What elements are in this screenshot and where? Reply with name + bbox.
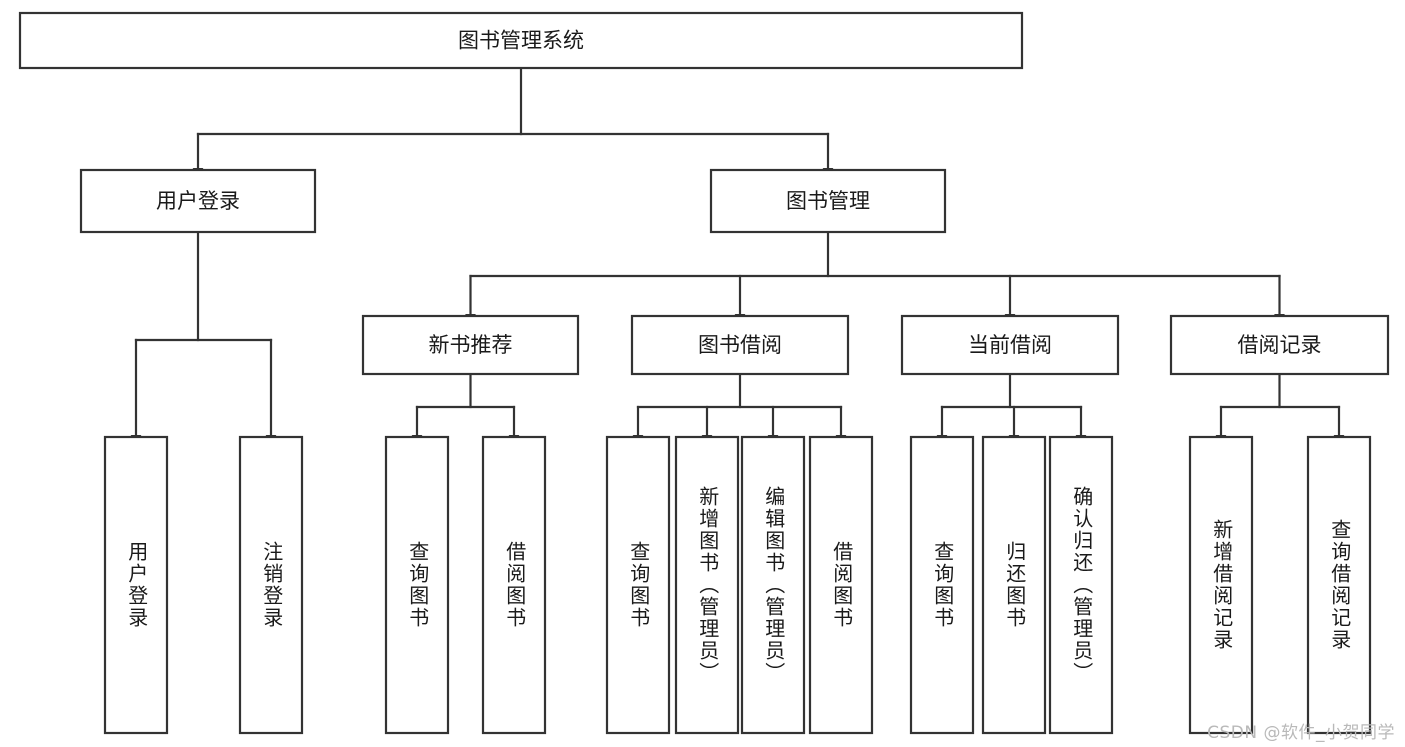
connectors-layer — [130, 66, 1345, 444]
level3-label-0: 新书推荐 — [429, 333, 513, 357]
leaf-box-10[interactable] — [1048, 435, 1114, 735]
level2-label-1: 图书管理 — [786, 189, 870, 213]
leaf-box-6[interactable] — [740, 435, 806, 735]
level3-label-2: 当前借阅 — [968, 333, 1052, 357]
level3-label-3: 借阅记录 — [1238, 333, 1322, 357]
level3-label-1: 图书借阅 — [698, 333, 782, 357]
root-label-0: 图书管理系统 — [458, 29, 584, 53]
leaf-box-1[interactable] — [238, 435, 304, 735]
level3-box-2[interactable] — [900, 314, 1120, 376]
level2-label-0: 用户登录 — [156, 189, 240, 213]
level3-box-0[interactable] — [361, 314, 580, 376]
leaf-box-4[interactable] — [605, 435, 671, 735]
leaf-box-11[interactable] — [1188, 435, 1254, 735]
leaf-box-9[interactable] — [981, 435, 1047, 735]
leaf-box-12[interactable] — [1306, 435, 1372, 735]
watermark-text: CSDN @软件_小贺同学 — [1207, 723, 1395, 743]
leaf-box-8[interactable] — [909, 435, 975, 735]
level3-box-1[interactable] — [630, 314, 850, 376]
level2-box-0[interactable] — [79, 168, 317, 234]
leaf-box-3[interactable] — [481, 435, 547, 735]
leaf-box-0[interactable] — [103, 435, 169, 735]
level3-box-3[interactable] — [1169, 314, 1390, 376]
level2-box-1[interactable] — [709, 168, 947, 234]
leaf-box-7[interactable] — [808, 435, 874, 735]
root-box-0[interactable] — [18, 11, 1024, 70]
boxes-layer — [18, 11, 1390, 735]
leaf-box-2[interactable] — [384, 435, 450, 735]
leaf-box-5[interactable] — [674, 435, 740, 735]
